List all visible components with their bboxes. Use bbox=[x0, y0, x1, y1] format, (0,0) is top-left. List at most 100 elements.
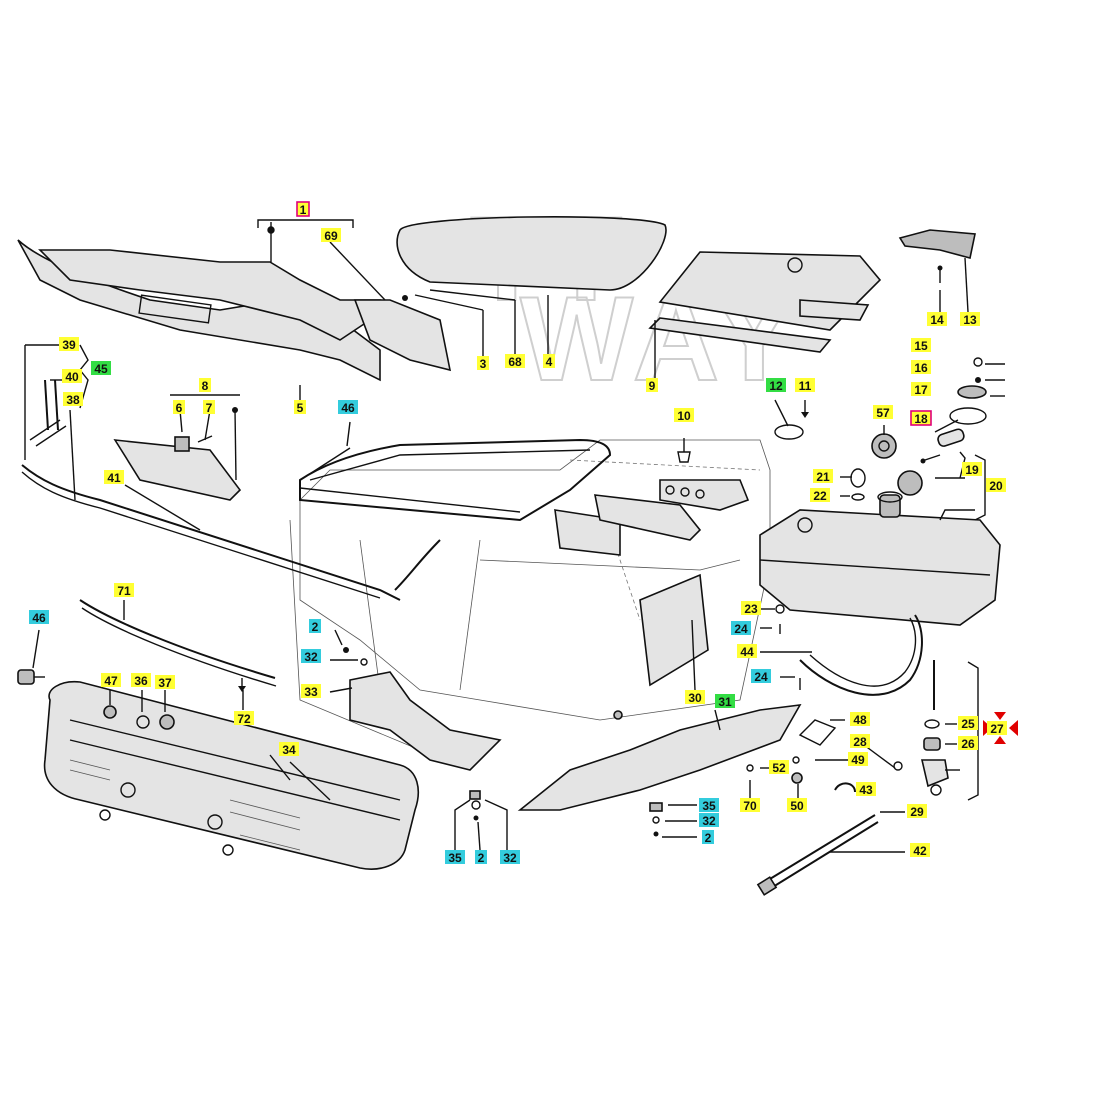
callout-box bbox=[296, 201, 310, 217]
callout-box bbox=[173, 400, 185, 414]
callout-c26: 26 bbox=[958, 736, 978, 751]
callout-c29: 29 bbox=[907, 804, 927, 819]
dashboard-panel bbox=[17, 239, 452, 382]
callout-box bbox=[155, 675, 175, 689]
callout-box bbox=[321, 228, 341, 242]
callout-box bbox=[543, 354, 555, 368]
valve-assembly bbox=[920, 660, 949, 796]
callout-c36: 36 bbox=[131, 673, 151, 688]
callout-box bbox=[848, 752, 868, 766]
callout-number: 69 bbox=[324, 229, 338, 243]
callout-box bbox=[787, 798, 807, 812]
callout-box bbox=[741, 601, 761, 615]
callout-number: 9 bbox=[649, 379, 656, 393]
callout-c25: 25 bbox=[958, 716, 978, 731]
callout-c3: 3 bbox=[477, 356, 489, 371]
shaft-29 bbox=[756, 814, 879, 896]
callout-c13: 13 bbox=[960, 312, 980, 327]
callout-number: 40 bbox=[65, 370, 79, 384]
callout-box bbox=[810, 488, 830, 502]
callout-box bbox=[907, 804, 927, 818]
callout-box bbox=[309, 619, 321, 633]
callout-number: 47 bbox=[104, 674, 118, 688]
callout-number: 72 bbox=[237, 712, 251, 726]
callout-box bbox=[715, 694, 735, 708]
floor-grate bbox=[648, 251, 882, 353]
callout-box bbox=[505, 354, 525, 368]
leader-lines bbox=[24, 219, 1005, 853]
bracket-33 bbox=[349, 671, 502, 771]
callout-number: 32 bbox=[304, 650, 318, 664]
callout-c5: 5 bbox=[294, 400, 306, 415]
callout-number: 46 bbox=[341, 401, 355, 415]
callout-box bbox=[699, 813, 719, 827]
callout-box bbox=[59, 337, 79, 351]
callout-box bbox=[740, 798, 760, 812]
callout-box bbox=[873, 405, 893, 419]
callout-c16: 16 bbox=[911, 360, 931, 375]
callout-number: 33 bbox=[304, 685, 318, 699]
callout-c39: 39 bbox=[59, 337, 79, 352]
callout-number: 15 bbox=[914, 339, 928, 353]
callout-box bbox=[301, 649, 321, 663]
callout-number: 44 bbox=[740, 645, 754, 659]
callout-c35a: 35 bbox=[445, 850, 465, 865]
callout-number: 3 bbox=[480, 357, 487, 371]
callout-c38: 38 bbox=[63, 392, 83, 407]
callout-number: 34 bbox=[282, 743, 296, 757]
callout-number: 43 bbox=[859, 783, 873, 797]
callout-number: 7 bbox=[206, 401, 213, 415]
callout-number: 4 bbox=[546, 355, 553, 369]
callout-c70: 70 bbox=[740, 798, 760, 813]
callout-c32c: 32 bbox=[699, 813, 719, 828]
callout-box bbox=[737, 644, 757, 658]
callout-box bbox=[475, 850, 487, 864]
callout-box bbox=[911, 382, 931, 396]
callout-number: 50 bbox=[790, 799, 804, 813]
callout-number: 13 bbox=[963, 313, 977, 327]
callout-box bbox=[850, 712, 870, 726]
callout-box bbox=[699, 798, 719, 812]
callout-box bbox=[29, 610, 49, 624]
callout-number: 32 bbox=[702, 814, 716, 828]
callout-box bbox=[91, 361, 111, 375]
callout-number: 23 bbox=[744, 602, 758, 616]
callout-box bbox=[279, 742, 299, 756]
callout-c52: 52 bbox=[769, 760, 789, 775]
callout-c17: 17 bbox=[911, 382, 931, 397]
callout-c32a: 32 bbox=[301, 649, 321, 664]
fuel-tank bbox=[759, 491, 1001, 626]
callout-c24b: 24 bbox=[751, 669, 771, 684]
callout-number: 38 bbox=[66, 393, 80, 407]
callout-c24a: 24 bbox=[731, 621, 751, 636]
callout-box bbox=[856, 782, 876, 796]
callout-box bbox=[927, 312, 947, 326]
callout-number: 39 bbox=[62, 338, 76, 352]
callout-number: 2 bbox=[312, 620, 319, 634]
trim-strip-71 bbox=[79, 599, 277, 687]
callout-box bbox=[911, 338, 931, 352]
callout-c32b: 32 bbox=[500, 850, 520, 865]
callout-number: 27 bbox=[990, 722, 1004, 736]
callout-box bbox=[751, 669, 771, 683]
callout-box bbox=[795, 378, 815, 392]
callout-c40: 40 bbox=[62, 369, 82, 384]
callout-number: 24 bbox=[754, 670, 768, 684]
callout-box bbox=[674, 408, 694, 422]
callout-number: 70 bbox=[743, 799, 757, 813]
callout-box bbox=[199, 378, 211, 392]
callout-c68: 68 bbox=[505, 354, 525, 369]
callout-number: 35 bbox=[702, 799, 716, 813]
callout-box bbox=[104, 470, 124, 484]
callout-box bbox=[986, 478, 1006, 492]
callout-box bbox=[62, 369, 82, 383]
callout-box bbox=[131, 673, 151, 687]
callout-box bbox=[234, 711, 254, 725]
callout-number: 42 bbox=[913, 844, 927, 858]
callout-number: 6 bbox=[176, 401, 183, 415]
callout-box bbox=[500, 850, 520, 864]
callout-box bbox=[813, 469, 833, 483]
callout-c4: 4 bbox=[543, 354, 555, 369]
callout-c48: 48 bbox=[850, 712, 870, 727]
